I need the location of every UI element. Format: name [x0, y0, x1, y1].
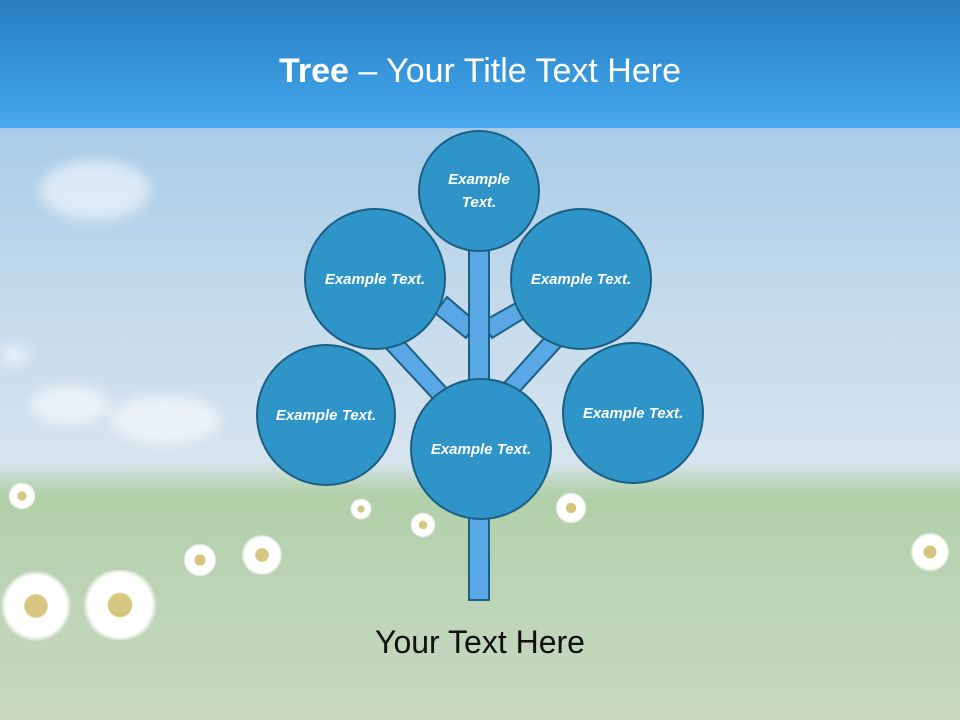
node-text: Example Text.: [430, 440, 532, 458]
node-text: Example Text.: [530, 270, 632, 288]
footer-text: Your Text Here: [375, 624, 585, 660]
daisy: [240, 535, 284, 575]
title-rest: Your Title Text Here: [386, 52, 681, 90]
slide-title: Tree – Your Title Text Here: [0, 52, 960, 91]
cloud: [0, 345, 30, 365]
cloud: [110, 395, 220, 445]
tree-node-center: Example Text.: [410, 378, 552, 520]
tree-node-top: Example Text.: [418, 130, 540, 252]
node-text: Example Text.: [324, 270, 426, 288]
daisy: [8, 482, 36, 510]
daisy: [410, 512, 436, 538]
daisy: [350, 498, 372, 520]
title-band: [0, 0, 960, 128]
tree-node-lower-left: Example Text.: [256, 344, 396, 486]
tree-node-lower-right: Example Text.: [562, 342, 704, 484]
daisy: [910, 532, 950, 572]
title-bold: Tree: [279, 52, 349, 90]
node-text: Example Text.: [448, 171, 510, 211]
daisy: [0, 570, 72, 642]
title-dash: –: [358, 52, 378, 90]
daisy: [555, 492, 587, 524]
daisy: [183, 543, 217, 577]
cloud: [30, 385, 110, 425]
tree-node-upper-left: Example Text.: [304, 208, 446, 350]
cloud: [40, 160, 150, 220]
node-text: Example Text.: [582, 404, 684, 422]
daisy: [80, 570, 160, 640]
tree-node-upper-right: Example Text.: [510, 208, 652, 350]
node-text: Example Text.: [275, 406, 377, 424]
